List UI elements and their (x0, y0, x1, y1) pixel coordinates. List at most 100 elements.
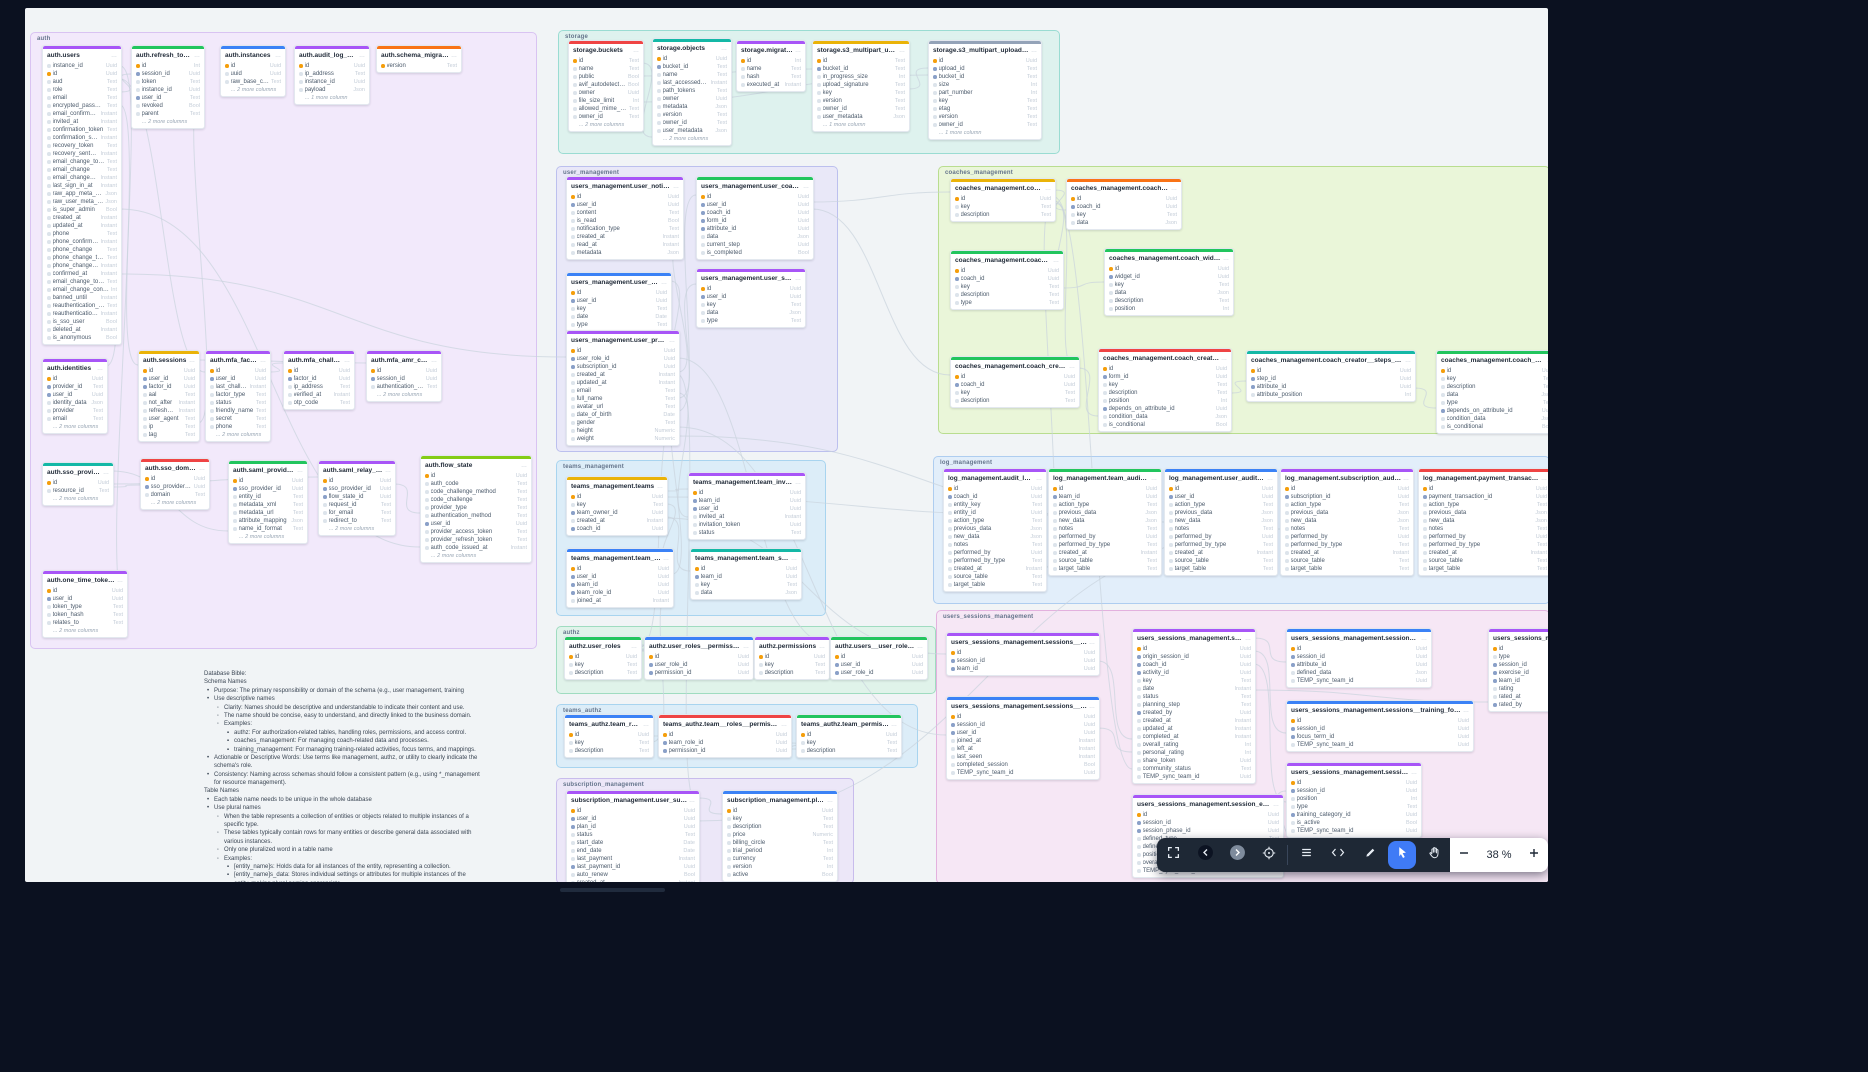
table-options-icon[interactable]: … (689, 797, 695, 804)
table-card-users-management-user-notifications[interactable]: users_management.user_notifications…idUu… (566, 176, 684, 260)
table-card-teams-management-team-invitations[interactable]: teams_management.team_invitations…idUuid… (688, 472, 806, 540)
table-card-teams-authz-team-roles-permissions-map[interactable]: teams_authz.team__roles__permissions_map… (658, 714, 792, 758)
table-options-icon[interactable]: … (521, 462, 527, 469)
code-view-button[interactable] (1322, 838, 1354, 872)
table-options-icon[interactable]: … (1069, 363, 1075, 370)
table-card-subscription-management-user-subscriptions[interactable]: subscription_management.user_subscriptio… (566, 790, 700, 882)
table-options-icon[interactable]: … (97, 365, 103, 372)
table-options-icon[interactable]: … (451, 52, 457, 59)
table-options-icon[interactable]: … (917, 643, 923, 650)
table-options-icon[interactable]: … (1267, 475, 1273, 482)
table-options-icon[interactable]: … (795, 275, 801, 282)
table-options-icon[interactable]: … (431, 357, 437, 364)
table-options-icon[interactable]: … (1031, 47, 1037, 54)
table-options-icon[interactable]: … (657, 483, 663, 490)
table-options-icon[interactable]: … (199, 465, 205, 472)
table-options-icon[interactable]: … (631, 643, 637, 650)
table-card-coaches-management-coach-creator-forms[interactable]: coaches_management.coach_creator_forms…i… (950, 356, 1080, 408)
table-card-coaches-management-coach-widgets-data[interactable]: coaches_management.coach_widgets_data…id… (1104, 248, 1234, 316)
table-card-users-management-user-settings[interactable]: users_management.user_settings…idUuiduse… (696, 268, 806, 328)
menu-button[interactable] (1290, 838, 1322, 872)
table-options-icon[interactable]: … (1547, 358, 1548, 364)
table-card-storage-migrations[interactable]: storage.migrations…idIntnameTexthashText… (736, 40, 806, 92)
table-options-icon[interactable]: … (781, 721, 787, 728)
table-card-coaches-management-coach-creator-steps-attributes-map[interactable]: coaches_management.coach_creator__steps_… (1246, 350, 1416, 402)
table-card-teams-management-team-members[interactable]: teams_management.team_members…idUuiduser… (566, 548, 674, 608)
table-options-icon[interactable]: … (643, 721, 649, 728)
table-options-icon[interactable]: … (663, 555, 669, 562)
table-options-icon[interactable]: … (1171, 185, 1177, 192)
table-options-icon[interactable]: … (1151, 475, 1157, 482)
table-options-icon[interactable]: … (194, 52, 200, 59)
fit-view-button[interactable] (1157, 838, 1189, 872)
table-options-icon[interactable]: … (111, 52, 117, 59)
table-options-icon[interactable]: … (359, 52, 365, 59)
table-options-icon[interactable]: … (1223, 255, 1229, 262)
table-card-storage-s3-multipart-uploads-parts[interactable]: storage.s3_multipart_uploads_parts…idUui… (928, 40, 1042, 140)
table-options-icon[interactable]: … (1053, 257, 1059, 264)
table-options-icon[interactable]: … (743, 643, 749, 650)
table-card-auth-mfa-challenges[interactable]: auth.mfa_challenges…idUuidfactor_idUuidi… (283, 350, 355, 410)
table-card-users-sessions-management-sessions-users-map[interactable]: users_sessions_management.sessions__user… (946, 696, 1100, 780)
table-card-auth-mfa-amr-claims[interactable]: auth.mfa_amr_claims…idUuidsession_idUuid… (366, 350, 442, 402)
table-options-icon[interactable]: … (1403, 475, 1409, 482)
table-card-authz-user-roles-permissions-map[interactable]: authz.user_roles__permissions_map…idUuid… (644, 636, 754, 680)
table-options-icon[interactable]: … (803, 183, 809, 190)
zoom-level[interactable]: 38 % (1486, 849, 1512, 861)
table-options-icon[interactable]: … (795, 479, 801, 486)
table-options-icon[interactable]: … (103, 469, 109, 476)
table-options-icon[interactable]: … (891, 721, 897, 728)
table-options-icon[interactable]: … (260, 357, 266, 364)
table-card-users-sessions-management-sessions-training-focus-terms-map[interactable]: users_sessions_management.sessions__trai… (1286, 700, 1474, 752)
table-options-icon[interactable]: … (1245, 635, 1251, 642)
zoom-out-button[interactable] (1450, 838, 1478, 872)
pan-tool-button[interactable] (1418, 838, 1450, 872)
select-tool-button[interactable] (1388, 841, 1416, 869)
table-options-icon[interactable]: … (819, 643, 825, 650)
table-card-log-management-subscription-audit-logs[interactable]: log_management.subscription_audit_logs…i… (1280, 468, 1414, 576)
table-options-icon[interactable]: … (1221, 355, 1227, 362)
table-options-icon[interactable]: … (669, 337, 675, 344)
table-card-authz-users-user-roles-map[interactable]: authz.users__user_roles_map…idUuiduser_i… (830, 636, 928, 680)
table-options-icon[interactable]: … (275, 52, 281, 59)
table-options-icon[interactable]: … (1411, 769, 1417, 776)
table-card-teams-authz-team-permissions[interactable]: teams_authz.team_permissions…idUuidkeyTe… (796, 714, 902, 758)
table-card-users-sessions-management-session-phases[interactable]: users_sessions_management.session_phases… (1286, 762, 1422, 838)
table-options-icon[interactable]: … (1089, 703, 1095, 710)
table-card-teams-management-team-settings[interactable]: teams_management.team_settings…idUuidtea… (690, 548, 802, 600)
table-options-icon[interactable]: … (385, 467, 391, 474)
table-card-log-management-payment-transaction-audit-logs[interactable]: log_management.payment_transaction_audit… (1418, 468, 1548, 576)
table-options-icon[interactable]: … (633, 47, 639, 54)
table-options-icon[interactable]: … (1405, 357, 1411, 364)
table-options-icon[interactable]: … (1273, 801, 1279, 808)
table-options-icon[interactable]: … (1541, 475, 1547, 482)
table-options-icon[interactable]: … (827, 797, 833, 804)
table-options-icon[interactable]: … (344, 357, 350, 364)
table-options-icon[interactable]: … (673, 183, 679, 190)
table-card-users-management-user-coaches-data[interactable]: users_management.user_coaches_data…idUui… (696, 176, 814, 260)
